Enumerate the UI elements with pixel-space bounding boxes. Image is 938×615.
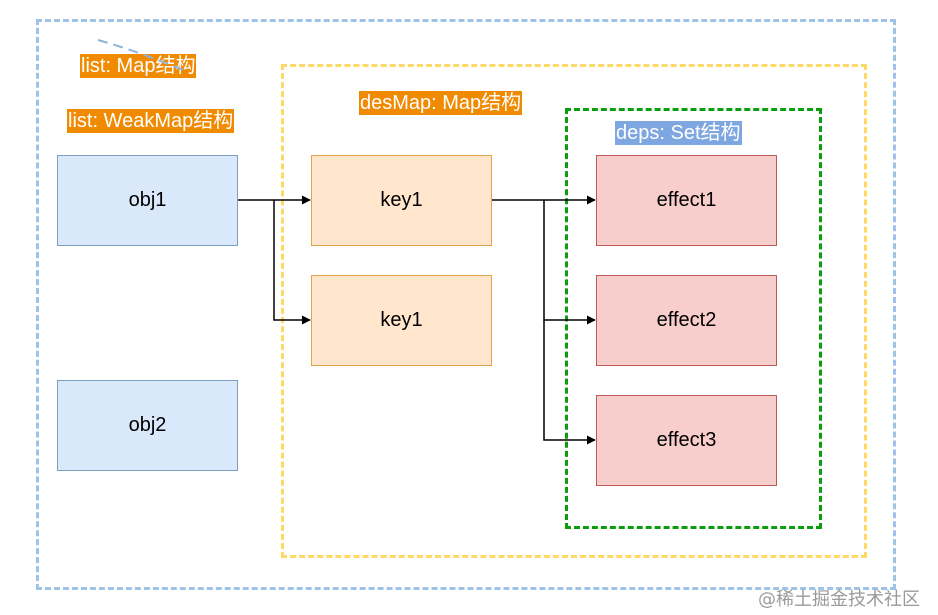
watermark: @稀土掘金技术社区 bbox=[758, 589, 920, 610]
effect3-node: effect3 bbox=[596, 395, 777, 486]
key1-bottom-node: key1 bbox=[311, 275, 492, 366]
list-map-label: list: Map结构 bbox=[80, 54, 197, 78]
edge-key1-effect2 bbox=[543, 200, 596, 325]
desmap-container bbox=[281, 64, 867, 558]
edge-obj1-key1-bottom bbox=[273, 200, 311, 325]
deps-container bbox=[565, 108, 822, 529]
effect1-node: effect1 bbox=[596, 155, 777, 246]
weakmap-container bbox=[36, 19, 896, 590]
key1-top-node: key1 bbox=[311, 155, 492, 246]
edge-key1-effect3 bbox=[543, 320, 596, 445]
list-weakmap-label: list: WeakMap结构 bbox=[67, 109, 235, 133]
effect2-node: effect2 bbox=[596, 275, 777, 366]
deps-label: deps: Set结构 bbox=[615, 121, 742, 145]
obj2-node: obj2 bbox=[57, 380, 238, 471]
desmap-label: desMap: Map结构 bbox=[359, 91, 523, 115]
obj1-node: obj1 bbox=[57, 155, 238, 246]
label-accent-stroke bbox=[97, 39, 184, 71]
